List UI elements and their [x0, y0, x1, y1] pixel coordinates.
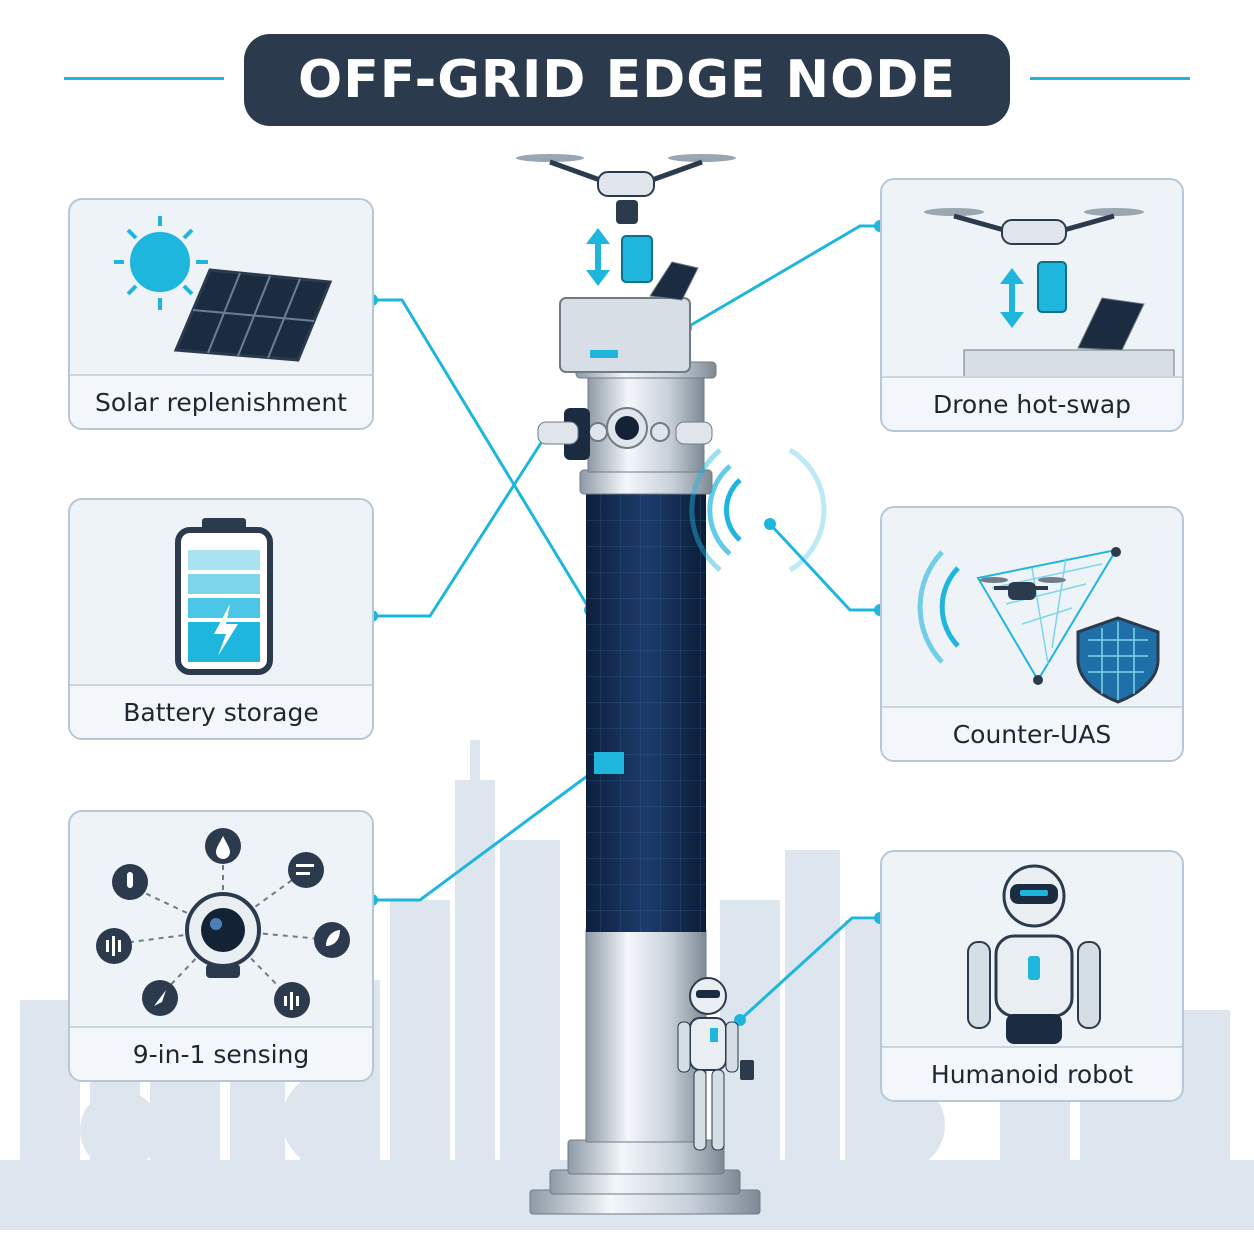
battery-icon — [175, 518, 273, 675]
drone-top — [516, 154, 736, 224]
pole-base — [529, 1139, 761, 1215]
title-rule-left — [64, 77, 224, 80]
sensor-hub-icon — [96, 828, 350, 1018]
card-battery: Battery storage — [68, 498, 374, 740]
sun-icon — [114, 216, 208, 310]
camera-icon — [185, 892, 261, 978]
camera-ring — [537, 407, 713, 460]
swap-battery — [586, 228, 653, 286]
pole-shaft — [575, 361, 717, 1143]
connector-lines — [372, 224, 880, 1022]
title-rule-right — [1030, 77, 1190, 80]
small-robot — [677, 977, 754, 1151]
card-label: Drone hot-swap — [882, 376, 1182, 430]
card-counter-uas: Counter-UAS — [880, 506, 1184, 762]
card-humanoid-robot: Humanoid robot — [880, 850, 1184, 1102]
card-label: Counter-UAS — [882, 706, 1182, 760]
diagram-title: OFF-GRID EDGE NODE — [244, 34, 1010, 126]
card-sensing: 9-in-1 sensing — [68, 810, 374, 1082]
title-banner: OFF-GRID EDGE NODE — [0, 34, 1254, 126]
signal-waves — [689, 447, 827, 573]
card-label: Humanoid robot — [882, 1046, 1182, 1100]
shield-icon — [1076, 616, 1160, 704]
robot-icon — [967, 864, 1101, 1044]
solar-panel-icon — [114, 216, 333, 362]
top-housing — [559, 261, 699, 373]
card-drone: Drone hot-swap — [880, 178, 1184, 432]
card-solar: Solar replenishment — [68, 198, 374, 430]
card-label: 9-in-1 sensing — [70, 1026, 372, 1080]
card-label: Battery storage — [70, 684, 372, 738]
card-label: Solar replenishment — [70, 374, 372, 428]
drone-icon — [924, 208, 1175, 380]
counter-uas-icon — [917, 547, 1160, 704]
enemy-drone-icon — [980, 577, 1066, 600]
